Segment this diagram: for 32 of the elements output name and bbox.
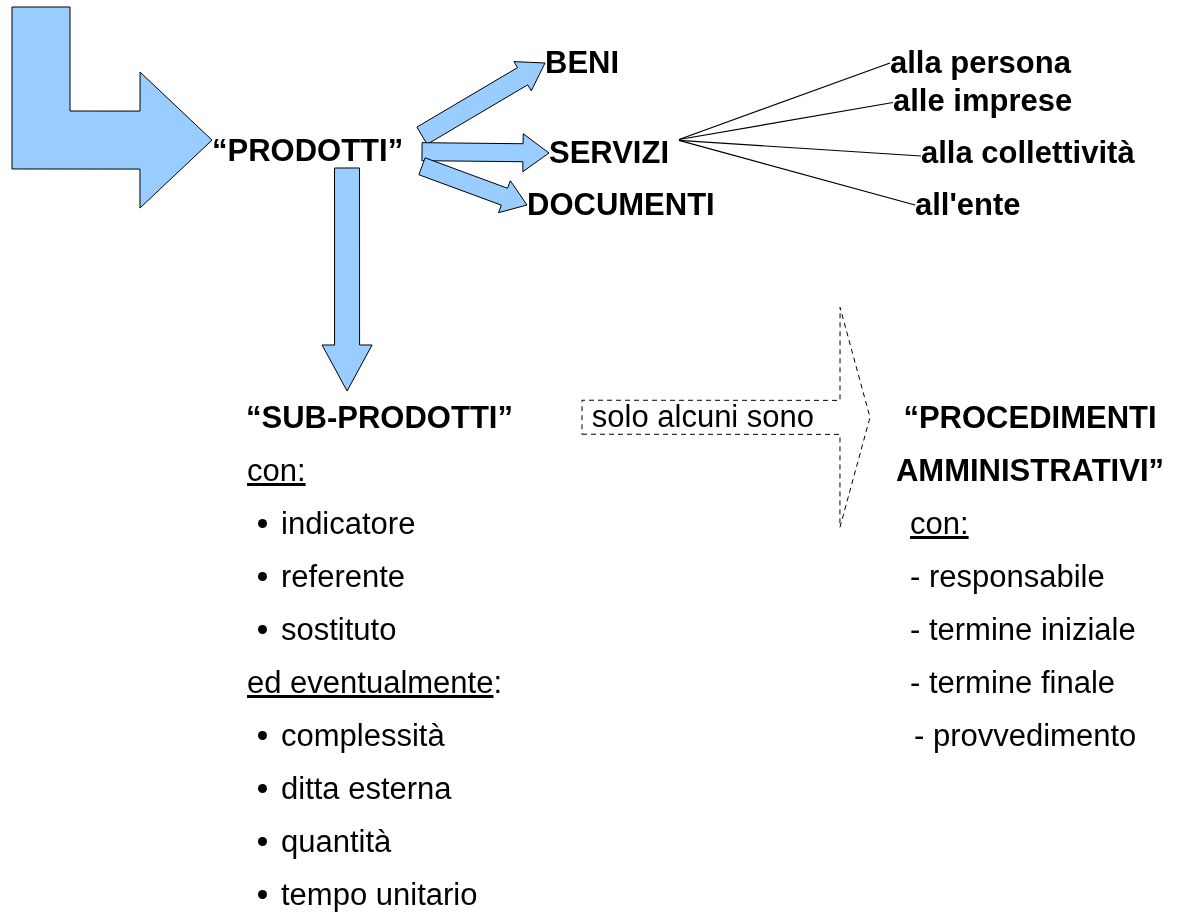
list-item: - termine finale [910, 664, 1117, 702]
block-arrow [321, 167, 373, 392]
block-arrow [416, 61, 546, 145]
bullet-item: referente [281, 559, 406, 594]
bullet-item: sostituto [281, 612, 397, 647]
list-intro: con: [247, 452, 307, 490]
list-item: - provvedimento [914, 717, 1138, 755]
bullet-item: tempo unitario [281, 877, 478, 912]
connector-line [678, 101, 894, 141]
category-label: DOCUMENTI [527, 188, 727, 222]
bullet-item: quantità [281, 824, 392, 859]
category-label: BENI [545, 48, 627, 78]
section-heading: “SUB-PRODOTTI” [246, 399, 514, 437]
list-intro: ed eventualmente: [247, 664, 504, 702]
category-label: “PRODOTTI” [212, 134, 422, 168]
list-intro: con: [910, 505, 970, 543]
category-label: alla collettività [921, 138, 1149, 168]
connector-line [678, 62, 891, 141]
block-arrow [418, 157, 528, 214]
section-heading: “PROCEDIMENTI AMMINISTRATIVI” [894, 399, 1166, 490]
block-arrow [421, 133, 550, 173]
list-item: - termine iniziale [910, 611, 1137, 649]
list-item: - responsabile [910, 558, 1106, 596]
category-label: all'ente [915, 190, 1030, 220]
bullet-item: complessità [281, 718, 445, 753]
bullet-item: ditta esterna [281, 771, 452, 806]
bullet-item: indicatore [281, 506, 416, 541]
category-label: alla persona [890, 48, 1085, 78]
connector-line [678, 139, 916, 206]
block-arrow [11, 6, 213, 209]
category-label: SERVIZI [549, 138, 679, 168]
category-label: alle imprese [893, 86, 1085, 116]
